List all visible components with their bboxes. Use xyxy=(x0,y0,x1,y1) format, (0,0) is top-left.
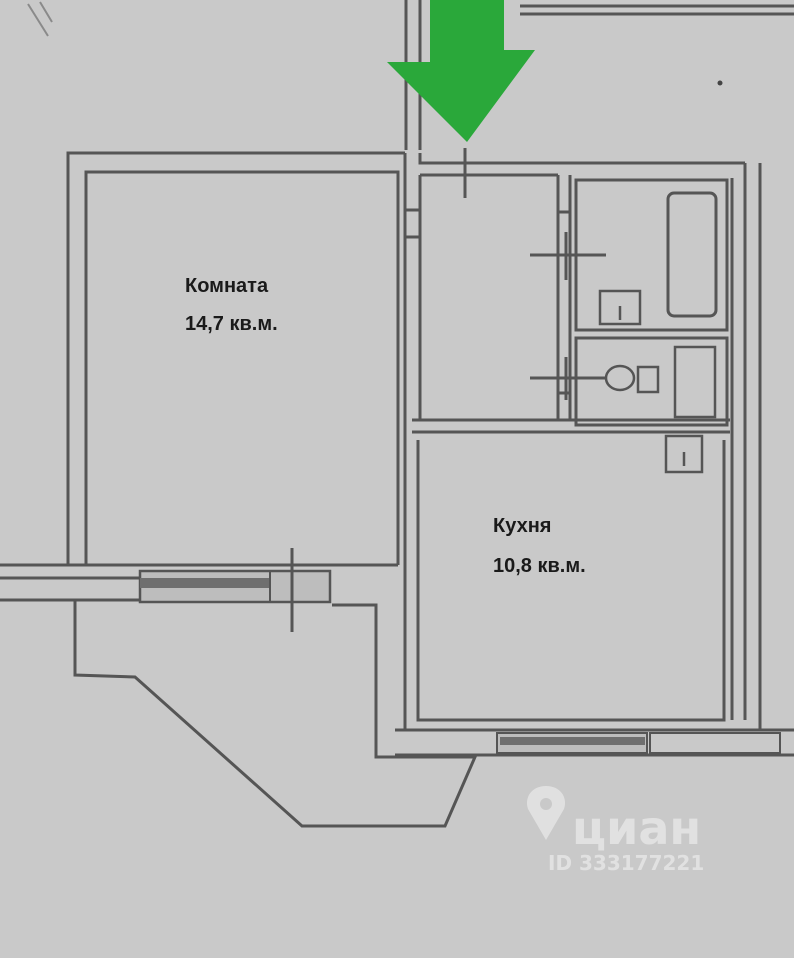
watermark: циан ID 333177221 xyxy=(526,786,704,875)
balcony xyxy=(73,600,478,828)
partition-marks xyxy=(405,148,570,395)
kitchen-sink xyxy=(664,434,704,474)
toilet xyxy=(604,364,660,394)
watermark-brand: циан xyxy=(572,801,701,855)
room-name-kitchen: Кухня xyxy=(493,515,551,537)
room-area-kitchen: 10,8 кв.м. xyxy=(493,555,586,577)
location-pin-icon xyxy=(526,786,566,840)
sink-bathroom xyxy=(598,289,642,326)
room-name-living: Комната xyxy=(185,275,269,297)
scan-dot xyxy=(717,80,723,86)
room-area-living: 14,7 кв.м. xyxy=(185,313,278,335)
walls xyxy=(0,151,794,757)
window-living xyxy=(138,548,332,632)
watermark-listing-id: ID 333177221 xyxy=(548,851,704,875)
window-kitchen xyxy=(496,732,781,754)
door-marks xyxy=(530,232,606,400)
bathtub xyxy=(666,191,718,318)
sink-wc xyxy=(673,345,717,419)
entry-arrow-icon xyxy=(387,0,535,142)
scan-marks xyxy=(27,1,53,37)
